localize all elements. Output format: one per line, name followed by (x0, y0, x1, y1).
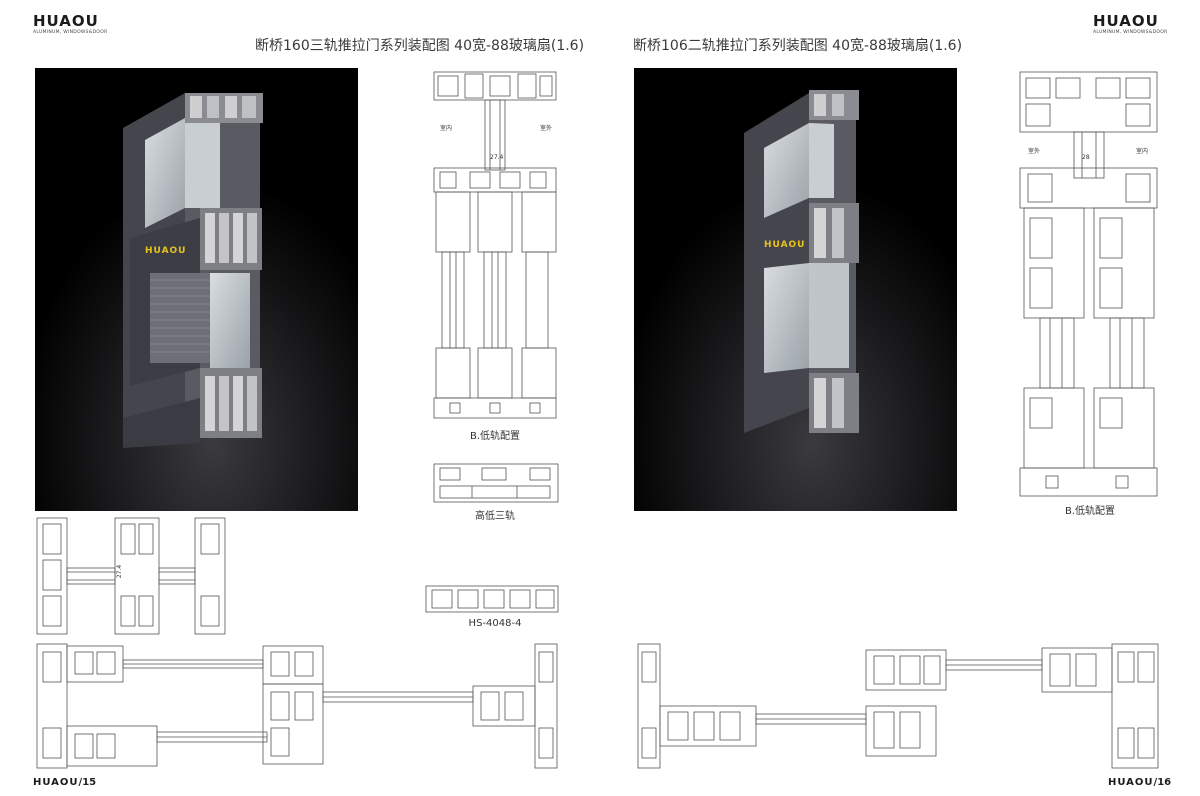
left-brand-logo: HUAOU ALUMINUM, WINDOWS&DOOR (33, 12, 108, 35)
right-dimension-label: 28 (1082, 154, 1090, 161)
right-outdoor-label: 室外 (1028, 148, 1041, 155)
right-indoor-label: 室内 (1136, 148, 1149, 155)
left-indoor-label: 室内 (440, 125, 453, 132)
right-vertical-section-drawing: 室外 室内 28 (1016, 68, 1161, 500)
right-horizontal-assembly-drawing (636, 642, 1162, 770)
right-footer-brand: HUAOU (1108, 777, 1154, 788)
left-side-dimension-label: 27.4 (116, 564, 124, 579)
left-brand-tagline: ALUMINUM, WINDOWS&DOOR (33, 30, 108, 35)
right-brand-name: HUAOU (1093, 12, 1159, 30)
right-low-rail-caption: B.低轨配置 (1064, 506, 1116, 517)
left-page-number: /15 (78, 777, 97, 788)
right-page-number: /16 (1153, 777, 1172, 788)
left-page-title: 断桥160三轨推拉门系列装配图 40宽-88玻璃扇(1.6) (255, 38, 585, 54)
right-page-title: 断桥106二轨推拉门系列装配图 40宽-88玻璃扇(1.6) (633, 38, 963, 54)
left-vertical-section-drawing: 室内 室外 27.4 (430, 68, 560, 428)
right-brand-logo: HUAOU ALUMINUM, WINDOWS&DOOR (1093, 12, 1168, 35)
high-low-rail-drawing (432, 462, 560, 504)
left-product-render: HUAOU (35, 68, 358, 511)
right-render-brand: HUAOU (764, 240, 806, 250)
left-footer: HUAOU/15 (33, 770, 96, 789)
left-interlock-section-drawing: 27.4 (35, 516, 235, 636)
left-footer-brand: HUAOU (33, 777, 79, 788)
left-brand-name: HUAOU (33, 12, 99, 30)
left-low-rail-caption: B.低轨配置 (469, 431, 521, 442)
high-low-rail-caption: 高低三轨 (475, 511, 515, 522)
hs-4048-4-caption: HS-4048-4 (468, 618, 522, 629)
hs-4048-4-drawing (424, 584, 560, 614)
left-render-brand: HUAOU (145, 246, 187, 256)
left-dimension-label: 27.4 (490, 154, 504, 161)
right-footer: HUAOU/16 (1108, 770, 1171, 789)
right-product-render: HUAOU (634, 68, 957, 511)
right-brand-tagline: ALUMINUM, WINDOWS&DOOR (1093, 30, 1168, 35)
left-outdoor-label: 室外 (540, 125, 553, 132)
left-horizontal-assembly-drawing (35, 642, 560, 770)
